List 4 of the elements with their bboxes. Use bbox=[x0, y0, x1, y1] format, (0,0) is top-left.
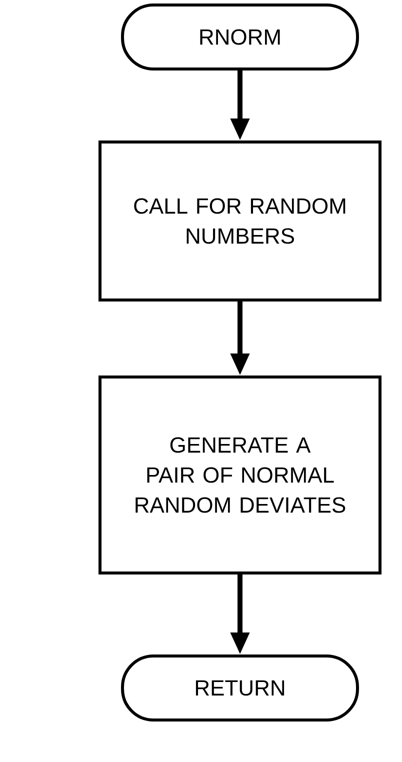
terminal-box: RETURN bbox=[121, 654, 359, 722]
terminal-box: RNORM bbox=[121, 4, 359, 70]
process-box: GENERATE A PAIR OF NORMAL RANDOM DEVIATES bbox=[98, 376, 382, 574]
process-box: CALL FOR RANDOM NUMBERS bbox=[98, 140, 382, 302]
